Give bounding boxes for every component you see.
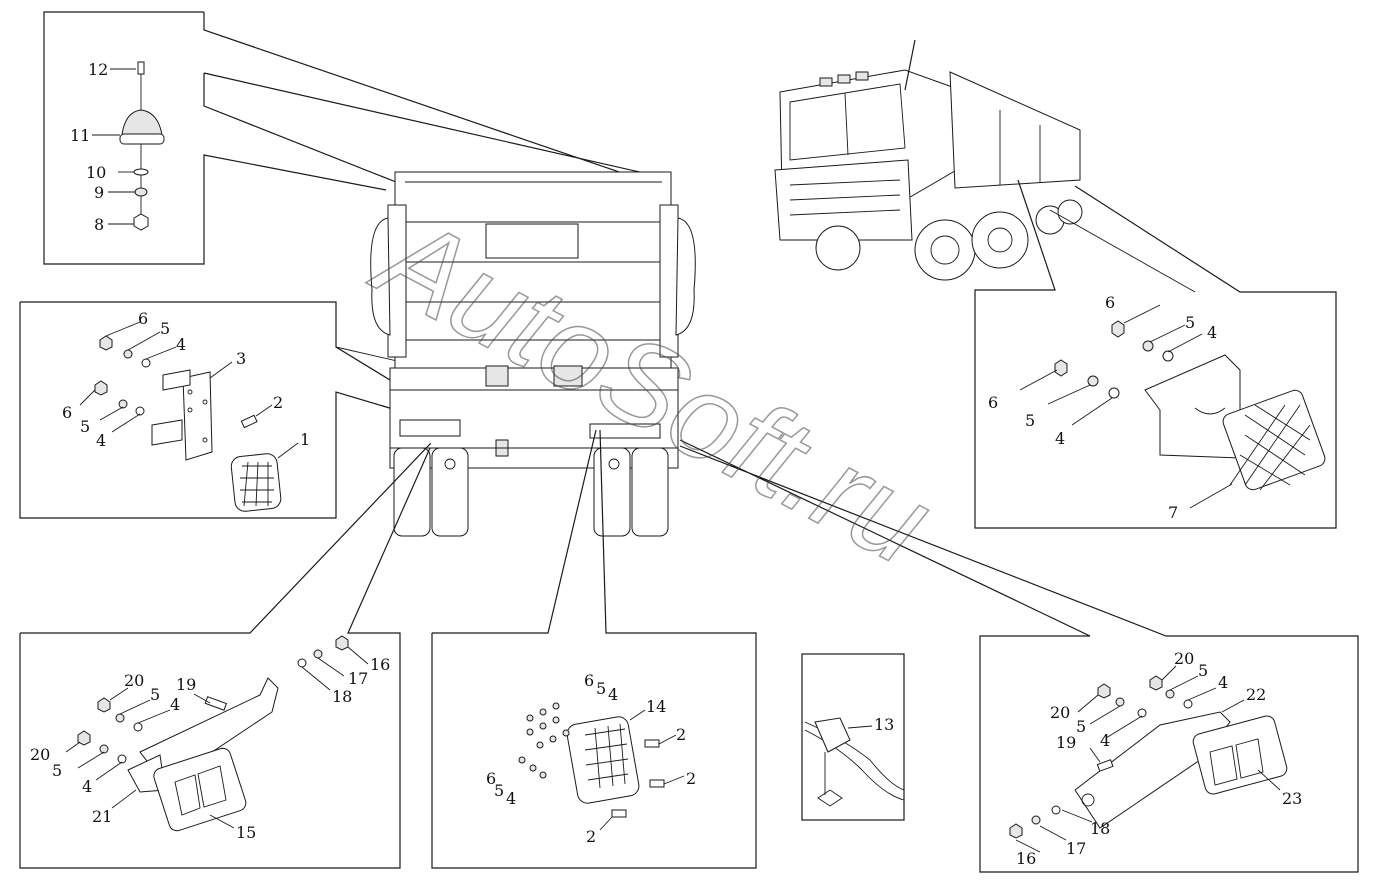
panel-rear-reflector: 6 5 4 14 2 6 5 4 2 2 — [431, 429, 757, 869]
callout-4-bc: 4 — [608, 685, 618, 704]
callout-5-bc2: 5 — [494, 781, 504, 800]
callout-5-br2: 5 — [1076, 717, 1086, 736]
callout-17-br: 17 — [1066, 839, 1086, 858]
callout-2: 2 — [273, 393, 283, 412]
callout-16: 16 — [370, 655, 390, 674]
callout-5b: 5 — [80, 417, 90, 436]
panel-marker-lamp: 12 11 10 9 8 — [43, 11, 667, 265]
callout-18-br: 18 — [1090, 819, 1110, 838]
callout-4r: 4 — [1207, 323, 1217, 342]
callout-14: 14 — [646, 697, 666, 716]
callout-4-bc2: 4 — [506, 789, 516, 808]
panel-rear-side-reflector: 6 5 4 6 5 4 7 — [988, 293, 1326, 522]
callout-4: 4 — [176, 335, 186, 354]
rectangular-reflector — [1222, 389, 1326, 491]
callout-5r: 5 — [1185, 313, 1195, 332]
marker-lamp-icon — [121, 109, 163, 136]
callout-5-bc: 5 — [596, 679, 606, 698]
callout-3: 3 — [236, 349, 246, 368]
panel-rear-lamp-right: 20 5 4 22 20 5 4 19 18 16 17 23 — [679, 439, 1359, 873]
callout-6r2: 6 — [988, 393, 998, 412]
callout-7: 7 — [1168, 503, 1178, 522]
harness-clip — [814, 717, 851, 753]
callout-4-br2: 4 — [1100, 731, 1110, 750]
dump-body-rear — [394, 171, 672, 371]
callout-5: 5 — [160, 319, 170, 338]
callout-4-bl: 4 — [170, 695, 180, 714]
callout-2-bc2: 2 — [686, 769, 696, 788]
reflector-plate — [1144, 354, 1241, 459]
callout-4-br: 4 — [1218, 673, 1228, 692]
callout-20-br2: 20 — [1050, 703, 1070, 722]
callout-6-bc: 6 — [584, 671, 594, 690]
dump-body-side — [949, 71, 1081, 189]
callout-6-bc2: 6 — [486, 769, 496, 788]
callout-12: 12 — [88, 60, 108, 79]
combination-lamp-left — [153, 747, 247, 832]
callout-8: 8 — [94, 215, 104, 234]
callout-20: 20 — [124, 671, 144, 690]
rear-reflector-14 — [566, 716, 640, 804]
callout-4b: 4 — [96, 431, 106, 450]
callout-9: 9 — [94, 183, 104, 202]
truck-isometric-view — [774, 39, 1337, 529]
callout-5-br: 5 — [1198, 661, 1208, 680]
callout-16-br: 16 — [1016, 849, 1036, 868]
callout-22: 22 — [1246, 685, 1266, 704]
panel-harness-clip: 13 — [801, 653, 905, 821]
callout-6: 6 — [138, 309, 148, 328]
callout-18: 18 — [332, 687, 352, 706]
callout-21: 21 — [92, 807, 112, 826]
callout-5-bl: 5 — [150, 685, 160, 704]
callout-20b: 20 — [30, 745, 50, 764]
callout-11: 11 — [70, 126, 90, 145]
callout-15: 15 — [236, 823, 256, 842]
callout-2-bc: 2 — [676, 725, 686, 744]
callout-23: 23 — [1282, 789, 1302, 808]
callout-19-br: 19 — [1056, 733, 1076, 752]
callout-6b: 6 — [62, 403, 72, 422]
panel-side-reflector: 6 5 4 3 2 6 5 4 1 — [19, 301, 481, 519]
callout-5r2: 5 — [1025, 411, 1035, 430]
truck-rear-view — [370, 171, 696, 537]
callout-1: 1 — [300, 430, 310, 449]
callout-10: 10 — [86, 163, 106, 182]
callout-6r: 6 — [1105, 293, 1115, 312]
callout-17: 17 — [348, 669, 368, 688]
callout-20-br: 20 — [1174, 649, 1194, 668]
callout-4r2: 4 — [1055, 429, 1065, 448]
callout-19: 19 — [176, 675, 196, 694]
callout-5-bl2: 5 — [52, 761, 62, 780]
lamp-bracket-right — [1074, 711, 1231, 829]
panel-rear-lamp-left: 20 5 4 19 17 16 18 20 5 4 21 15 — [19, 442, 431, 869]
callout-4-bl2: 4 — [82, 777, 92, 796]
callout-2-bc3: 2 — [586, 827, 596, 846]
callout-13: 13 — [874, 715, 894, 734]
